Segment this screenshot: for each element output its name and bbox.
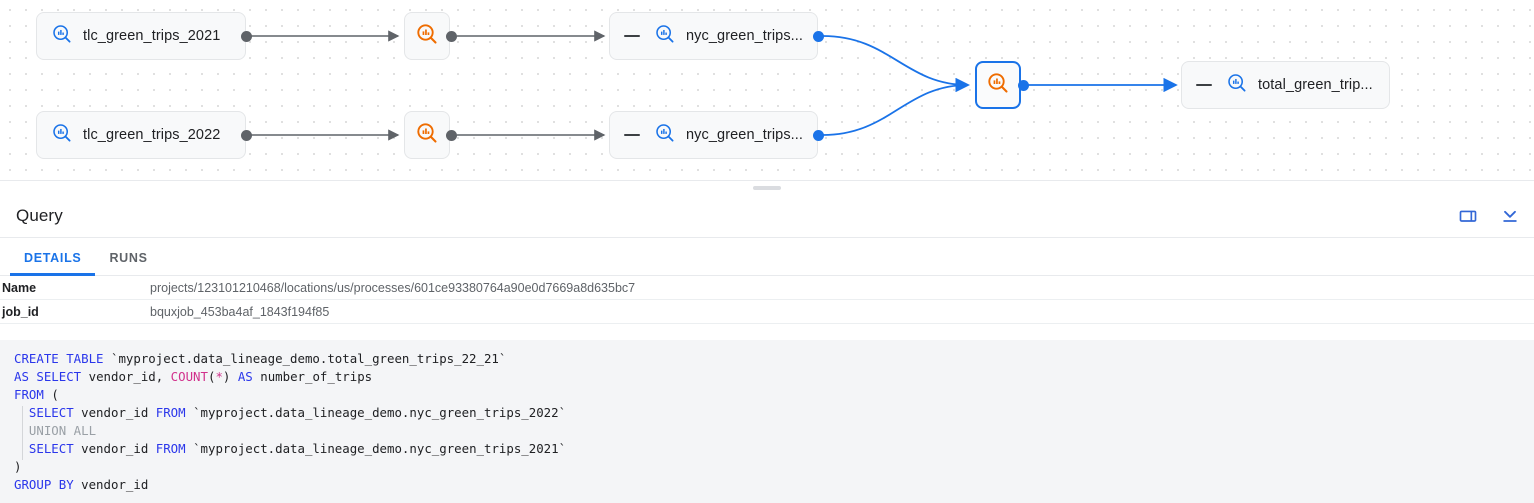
node-output-port[interactable]: [446, 31, 457, 42]
node-output-port[interactable]: [813, 31, 824, 42]
bigquery-table-icon: [51, 122, 73, 149]
lineage-node-label: tlc_green_trips_2022: [83, 127, 221, 143]
indent-guide: [22, 406, 23, 460]
node-output-port[interactable]: [241, 130, 252, 141]
lineage-process-node-2[interactable]: [404, 111, 450, 159]
lineage-node-total-green-trips[interactable]: total_green_trip...: [1181, 61, 1390, 109]
bigquery-process-icon: [986, 71, 1010, 100]
bigquery-process-icon: [415, 121, 439, 150]
node-output-port[interactable]: [1018, 80, 1029, 91]
lineage-process-node-1[interactable]: [404, 12, 450, 60]
lineage-node-nyc-green-trips-bottom[interactable]: nyc_green_trips...: [609, 111, 818, 159]
bigquery-table-icon: [1226, 72, 1248, 99]
bigquery-process-icon: [415, 22, 439, 51]
node-output-port[interactable]: [241, 31, 252, 42]
collapse-toggle-icon[interactable]: [1196, 84, 1212, 86]
bigquery-table-icon: [654, 23, 676, 50]
bigquery-table-icon: [654, 122, 676, 149]
panel-title: Query: [16, 205, 63, 225]
tab-runs[interactable]: RUNS: [109, 251, 148, 265]
node-output-port[interactable]: [446, 130, 457, 141]
lineage-node-nyc-green-trips-top[interactable]: nyc_green_trips...: [609, 12, 818, 60]
resize-grip[interactable]: [753, 186, 781, 190]
lineage-process-node-selected[interactable]: [975, 61, 1021, 109]
split-panel-icon[interactable]: [1456, 204, 1480, 228]
collapse-toggle-icon[interactable]: [624, 134, 640, 136]
lineage-node-tlc-green-trips-2021[interactable]: tlc_green_trips_2021: [36, 12, 246, 60]
node-output-port[interactable]: [813, 130, 824, 141]
panel-tabs: DETAILS RUNS: [0, 238, 1534, 276]
detail-value: bquxjob_453ba4af_1843f194f85: [150, 304, 330, 319]
lineage-graph-canvas[interactable]: tlc_green_trips_2021 tlc_green_trips_202…: [0, 0, 1534, 180]
sql-code-text: CREATE TABLE `myproject.data_lineage_dem…: [14, 351, 567, 492]
details-table: Name projects/123101210468/locations/us/…: [0, 276, 1534, 324]
lineage-edges: [251, 30, 1178, 141]
lineage-node-label: nyc_green_trips...: [686, 28, 803, 44]
table-row: Name projects/123101210468/locations/us/…: [0, 276, 1534, 300]
detail-key: job_id: [2, 304, 39, 319]
sql-code-block[interactable]: CREATE TABLE `myproject.data_lineage_dem…: [0, 340, 1534, 503]
collapse-panel-icon[interactable]: [1498, 204, 1522, 228]
detail-key: Name: [2, 280, 37, 295]
table-row: job_id bquxjob_453ba4af_1843f194f85: [0, 300, 1534, 324]
lineage-node-tlc-green-trips-2022[interactable]: tlc_green_trips_2022: [36, 111, 246, 159]
lineage-node-label: nyc_green_trips...: [686, 127, 803, 143]
panel-resize-handle[interactable]: [0, 180, 1534, 195]
tab-details[interactable]: DETAILS: [10, 251, 96, 276]
lineage-node-label: total_green_trip...: [1258, 77, 1373, 93]
panel-header: Query: [0, 194, 1534, 238]
bigquery-table-icon: [51, 23, 73, 50]
collapse-toggle-icon[interactable]: [624, 35, 640, 37]
detail-value: projects/123101210468/locations/us/proce…: [150, 280, 636, 295]
lineage-node-label: tlc_green_trips_2021: [83, 28, 221, 44]
query-details-panel: Query DETAILS RUNS: [0, 194, 1534, 503]
panel-header-actions: [1456, 194, 1522, 238]
